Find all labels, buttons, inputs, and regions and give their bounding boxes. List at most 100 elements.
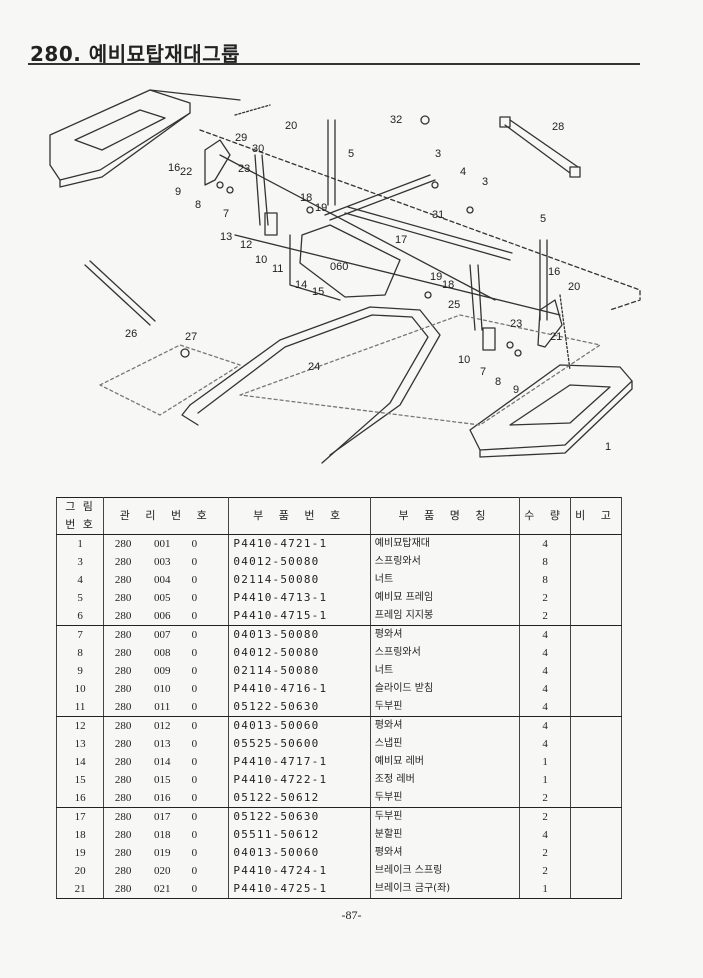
cell-group-code: 280 <box>103 589 143 607</box>
tray-lower-right <box>469 364 633 458</box>
cell-quantity: 8 <box>519 553 572 571</box>
cell-remarks <box>570 662 622 680</box>
cell-figure-no: 5 <box>55 589 105 607</box>
cell-part-number: 05122-50630 <box>228 698 371 717</box>
cell-part-name: 스냅핀 <box>369 735 521 753</box>
cell-quantity: 4 <box>519 716 572 735</box>
cell-revision-code: 0 <box>182 607 207 626</box>
cell-figure-no: 11 <box>55 698 105 717</box>
cell-part-number: P4410-4715-1 <box>228 607 371 626</box>
cell-part-number: 04013-50080 <box>228 625 371 644</box>
header-quantity: 수 량 <box>519 497 572 535</box>
cell-part-name: 두부핀 <box>369 807 521 826</box>
cell-quantity: 2 <box>519 862 572 880</box>
svg-text:28: 28 <box>552 121 564 133</box>
header-remarks: 비 고 <box>570 497 622 535</box>
cell-group-code: 280 <box>103 625 143 644</box>
diagram-callouts: 1 3 3 4 5 5 7 7 8 8 9 9 10 10 11 12 13 1… <box>125 114 611 453</box>
cell-spacer <box>206 571 230 589</box>
cell-spacer <box>206 553 230 571</box>
cell-spacer <box>206 844 230 862</box>
cell-part-name: 평와셔 <box>369 844 521 862</box>
cell-spacer <box>206 607 230 626</box>
cell-item-code: 013 <box>154 738 171 750</box>
cell-remarks <box>570 644 622 662</box>
svg-text:5: 5 <box>348 148 354 160</box>
cell-part-name: 예비묘 프레임 <box>369 589 521 607</box>
cell-quantity: 2 <box>519 844 572 862</box>
svg-text:10: 10 <box>255 254 267 266</box>
cell-spacer <box>206 789 230 808</box>
cell-item-code: 018 <box>154 829 171 841</box>
svg-text:21: 21 <box>550 331 562 343</box>
cell-figure-no: 4 <box>55 571 105 589</box>
cell-remarks <box>570 844 622 862</box>
cell-part-number: 05511-50612 <box>228 826 371 844</box>
svg-text:9: 9 <box>175 186 181 198</box>
svg-text:11: 11 <box>272 263 283 275</box>
cell-part-number: 02114-50080 <box>228 662 371 680</box>
svg-text:17: 17 <box>395 234 407 246</box>
cell-part-number: 04013-50060 <box>228 844 371 862</box>
cell-spacer <box>206 625 230 644</box>
cell-revision-code: 0 <box>191 847 198 859</box>
cell-part-name: 너트 <box>369 662 521 680</box>
page-title: 280. 예비묘탑재대그룹 <box>30 42 241 66</box>
cell-spacer <box>206 534 230 553</box>
svg-text:29: 29 <box>235 132 247 144</box>
cell-part-number: 04012-50080 <box>228 553 371 571</box>
cell-spacer <box>206 826 230 844</box>
cell-group-code: 280 <box>103 698 143 717</box>
cell-item-code: 008 <box>154 647 171 659</box>
cell-part-number: P4410-4721-1 <box>228 534 371 553</box>
cell-part-number: P4410-4716-1 <box>228 680 371 698</box>
svg-text:16: 16 <box>548 266 560 278</box>
cell-part-name: 평와셔 <box>369 716 521 735</box>
cell-remarks <box>570 753 622 771</box>
cell-quantity: 4 <box>519 680 572 698</box>
cell-item-code: 010 <box>154 683 171 695</box>
svg-text:18: 18 <box>300 192 312 204</box>
svg-text:30: 30 <box>252 143 264 155</box>
cell-remarks <box>570 771 622 789</box>
cell-part-name: 예비묘 레버 <box>369 753 521 771</box>
cell-revision-code: 0 <box>191 574 198 586</box>
cell-figure-no: 16 <box>55 789 105 808</box>
cell-revision-code: 0 <box>191 665 198 677</box>
cell-revision-code: 0 <box>191 592 198 604</box>
cell-spacer <box>206 716 230 735</box>
cell-figure-no: 8 <box>55 644 105 662</box>
cell-item-code: 021 <box>142 880 183 899</box>
cell-item-code: 016 <box>142 789 183 808</box>
cell-item-code: 004 <box>154 574 171 586</box>
cell-quantity: 2 <box>519 589 572 607</box>
svg-text:7: 7 <box>223 208 229 220</box>
cell-figure-no: 3 <box>55 553 105 571</box>
cell-remarks <box>570 789 622 808</box>
cell-item-code: 020 <box>154 865 171 877</box>
cell-quantity: 4 <box>519 534 572 553</box>
svg-text:13: 13 <box>220 231 232 243</box>
cell-part-number: P4410-4724-1 <box>228 862 371 880</box>
svg-text:25: 25 <box>448 299 460 311</box>
cell-part-name: 스프링와서 <box>369 644 521 662</box>
svg-text:20: 20 <box>568 281 580 293</box>
cell-figure-no: 20 <box>55 862 105 880</box>
cell-revision-code: 0 <box>191 756 198 768</box>
cell-remarks <box>570 534 622 553</box>
cell-group-code: 280 <box>103 680 143 698</box>
svg-text:060: 060 <box>330 261 348 273</box>
title-rule <box>28 63 640 65</box>
cell-figure-no: 6 <box>55 607 105 626</box>
cell-spacer <box>206 735 230 753</box>
cell-revision-code: 0 <box>191 829 198 841</box>
cell-figure-no: 19 <box>55 844 105 862</box>
